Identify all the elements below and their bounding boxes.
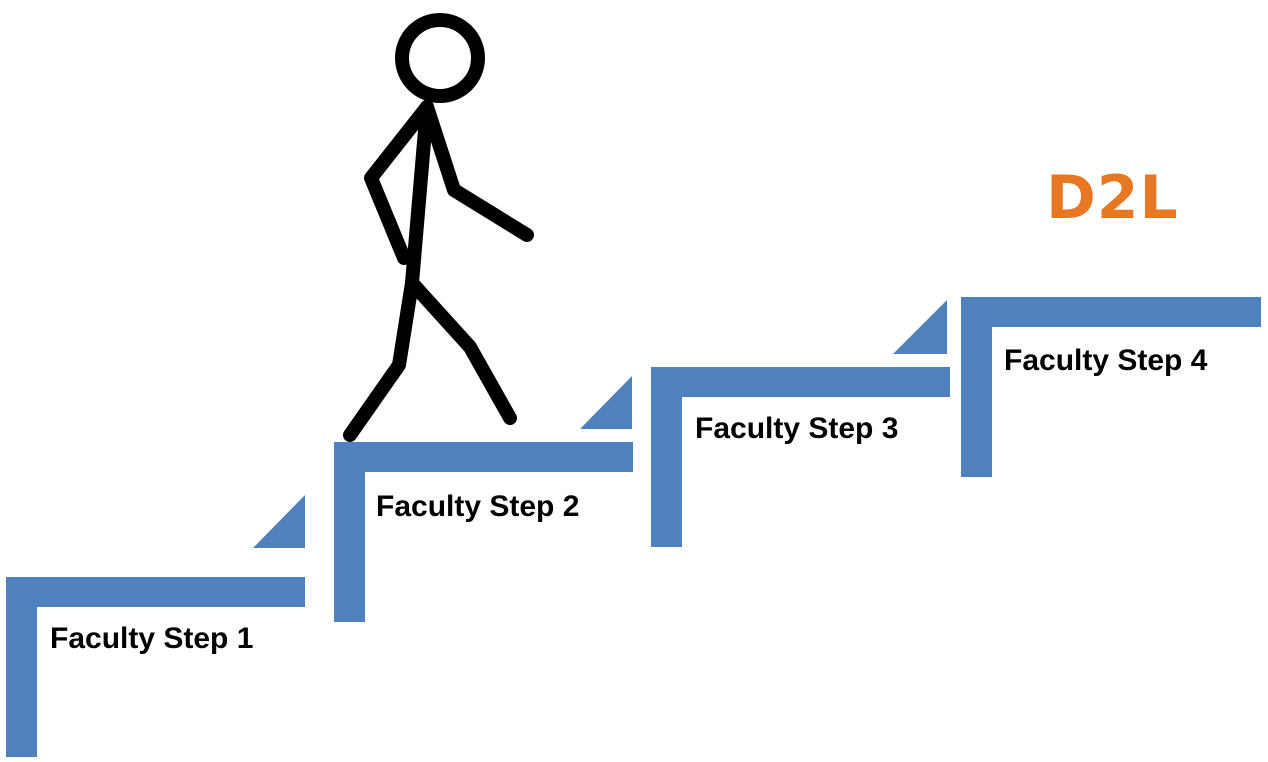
stair-step-2: [334, 442, 633, 622]
stair-2-tread: [334, 442, 633, 472]
figure-head: [395, 13, 485, 103]
walking-stick-figure-icon: [343, 13, 534, 442]
stair-3-tread: [651, 367, 950, 397]
step-label-1: Faculty Step 1: [50, 622, 254, 655]
triangle-arrow-icon: [893, 300, 947, 354]
stair-3-riser: [651, 367, 682, 547]
triangle-arrow-icon: [580, 376, 632, 429]
figure-front-leg: [405, 276, 517, 425]
triangle-arrow-icon: [253, 495, 305, 548]
figure-front-arm: [420, 100, 534, 242]
step-label-2: Faculty Step 2: [376, 490, 580, 523]
figure-back-leg: [343, 276, 419, 442]
stair-2-riser: [334, 442, 365, 622]
figure-body: [405, 100, 434, 290]
stair-4-riser: [961, 297, 992, 477]
stair-step-3: [651, 367, 950, 547]
stair-1-tread: [6, 577, 305, 607]
stair-step-1: [6, 577, 305, 757]
figure-back-arm: [364, 100, 434, 265]
step-label-4: Faculty Step 4: [1004, 344, 1208, 377]
stair-4-tread: [961, 297, 1261, 327]
stair-1-riser: [6, 577, 37, 757]
step-label-3: Faculty Step 3: [695, 412, 899, 445]
stair-step-4: [961, 297, 1261, 477]
d2l-logo: D2L: [1046, 163, 1179, 233]
